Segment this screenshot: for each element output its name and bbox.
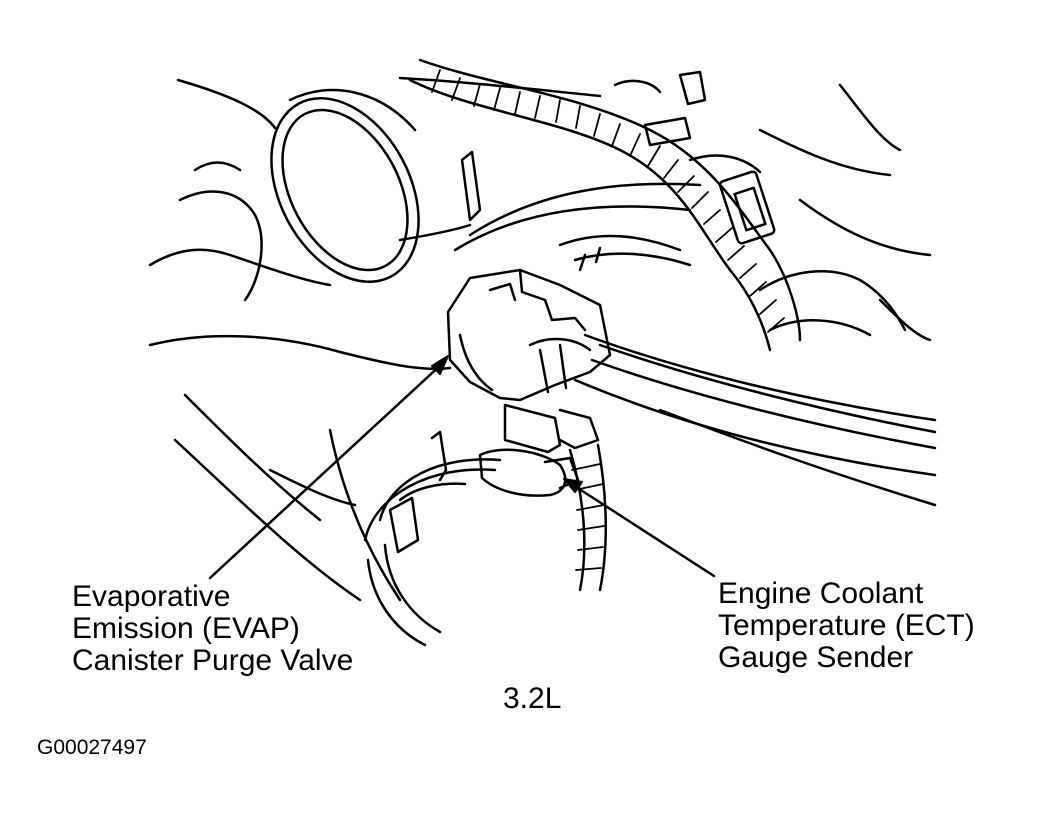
evap-valve-body <box>446 268 612 402</box>
evap-label-line-1: Evaporative <box>72 580 231 613</box>
vacuum-hoses <box>573 333 937 477</box>
ect-label-line-1: Engine Coolant <box>718 577 924 610</box>
ect-label-line-3: Gauge Sender <box>718 641 914 674</box>
evap-label-line-3: Canister Purge Valve <box>72 644 354 677</box>
ect-harness <box>568 443 608 592</box>
intake-duct <box>270 88 482 284</box>
ect-arrowhead <box>563 478 583 493</box>
wiring-loom <box>408 58 802 352</box>
figure-id: G00027497 <box>37 736 147 759</box>
evap-purge-valve-label: Evaporative Emission (EVAP) Canister Pur… <box>72 581 353 677</box>
ect-label-line-2: Temperature (ECT) <box>718 609 975 642</box>
leader-arrows <box>208 355 716 580</box>
engine-contours <box>148 76 937 602</box>
engine-size-label: 3.2L <box>503 682 562 715</box>
upper-connector <box>613 70 776 245</box>
evap-arrowhead <box>431 355 449 375</box>
evap-label-line-2: Emission (EVAP) <box>72 612 300 645</box>
evap-leader-line <box>208 360 446 580</box>
ect-sender-label: Engine Coolant Temperature (ECT) Gauge S… <box>718 578 975 674</box>
ect-leader-line <box>568 481 716 578</box>
lower-hose-clamp <box>328 428 502 647</box>
